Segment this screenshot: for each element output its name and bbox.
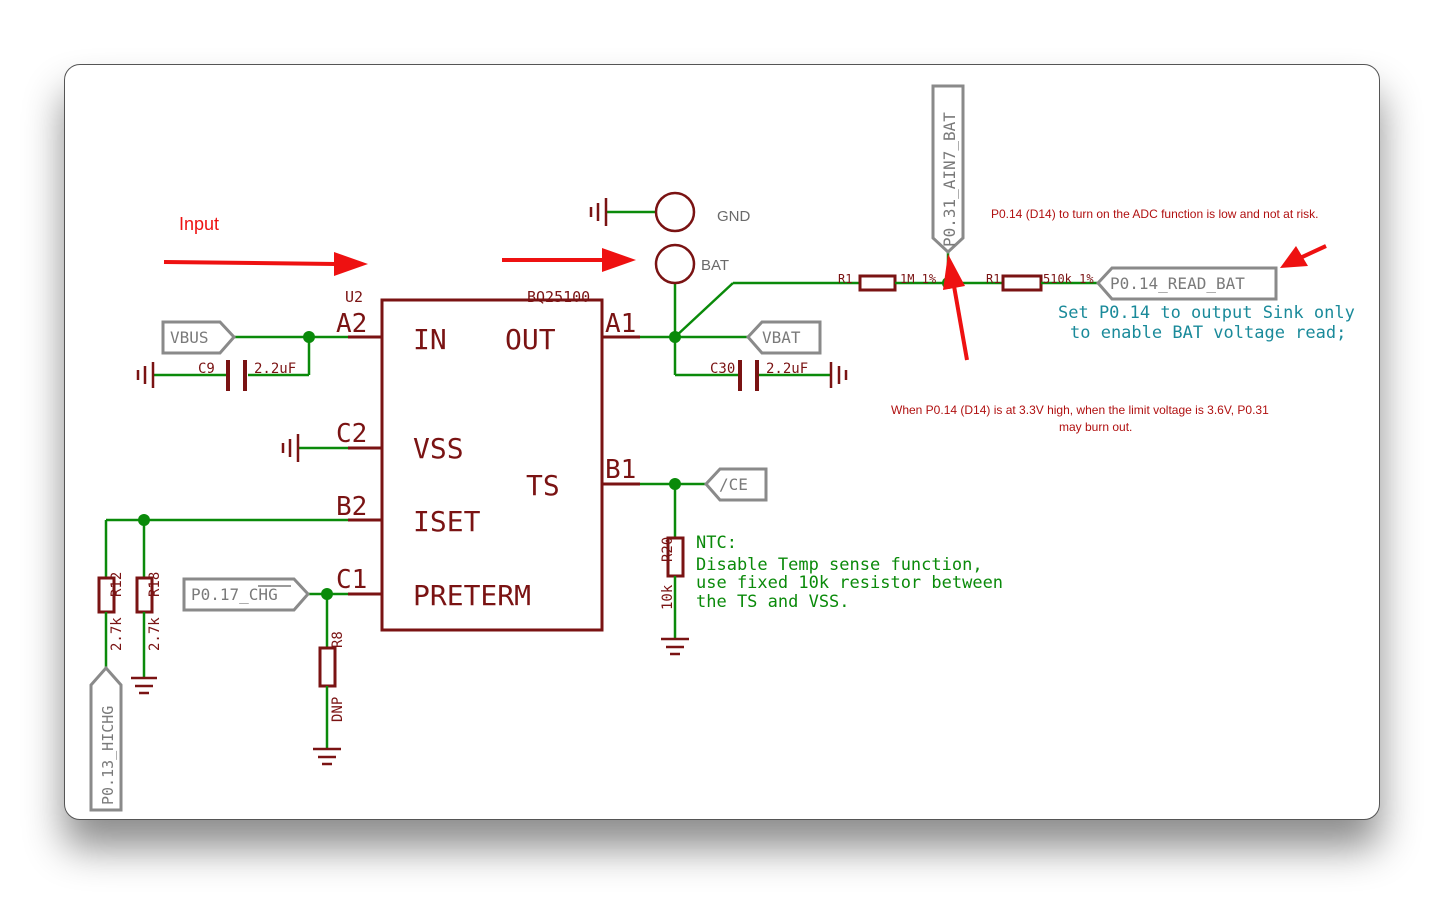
r8-ref: R8 bbox=[330, 631, 346, 648]
port-hichg bbox=[89, 665, 123, 812]
port-hichg-label: P0.13_HICHG bbox=[99, 706, 117, 805]
c30-value: 2.2uF bbox=[766, 361, 808, 377]
gnd-symbol-c30 bbox=[829, 362, 848, 388]
r18-value: 2.7k bbox=[147, 617, 163, 651]
pad-bat-label: BAT bbox=[701, 257, 729, 274]
pin-ball-b2: B2 bbox=[336, 492, 367, 522]
r1-510k-value: 510k 1% bbox=[1043, 272, 1094, 286]
pin-name-ts: TS bbox=[526, 469, 560, 502]
arrow-readbat bbox=[1280, 244, 1327, 268]
port-vbat-label: VBAT bbox=[762, 328, 801, 347]
r8-value: DNP bbox=[330, 697, 346, 722]
r12-ref: R12 bbox=[109, 572, 125, 597]
gnd-symbol-c9 bbox=[136, 362, 155, 388]
note-burn-1: When P0.14 (D14) is at 3.3V high, when t… bbox=[891, 403, 1269, 417]
port-vbus-label: VBUS bbox=[170, 328, 209, 347]
iset-net: R12 2.7k R18 2.7k P0.13_HICHG bbox=[89, 514, 348, 812]
gnd-symbol-r8 bbox=[313, 747, 341, 766]
c9-value: 2.2uF bbox=[254, 361, 296, 377]
port-ce-label: /CE bbox=[719, 475, 748, 494]
port-chg-label: P0.17_CHG bbox=[191, 585, 278, 604]
port-ce bbox=[703, 467, 768, 502]
port-ain7 bbox=[931, 84, 965, 255]
preterm-net: R8 DNP P0.17_CHG bbox=[182, 577, 348, 766]
port-readbat-label: P0.14_READ_BAT bbox=[1110, 274, 1245, 293]
port-readbat bbox=[1095, 266, 1278, 301]
divider-net: R1 1M 1% R1 510k 1% P0.31_AIN7_BAT P0.14… bbox=[838, 84, 1278, 301]
pad-gnd bbox=[654, 191, 696, 233]
pin-ball-a2: A2 bbox=[336, 309, 367, 339]
pin-name-out: OUT bbox=[505, 323, 556, 356]
pad-bat bbox=[654, 243, 696, 285]
out-net: C30 2.2uF VBAT bbox=[640, 281, 860, 391]
note-ntc-4: the TS and VSS. bbox=[696, 592, 850, 612]
r1-1m-value: 1M 1% bbox=[900, 272, 937, 286]
r20-ref: R20 bbox=[660, 537, 676, 562]
r1-510k-ref: R1 bbox=[986, 272, 1000, 286]
note-sink-1: Set P0.14 to output Sink only bbox=[1058, 303, 1355, 323]
pin-ball-c1: C1 bbox=[336, 565, 367, 595]
r1-1m-ref: R1 bbox=[838, 272, 852, 286]
ts-net: R20 10k /CE bbox=[640, 467, 768, 656]
arrow-ain7 bbox=[943, 254, 969, 361]
schematic-frame bbox=[64, 64, 1380, 820]
r8-body bbox=[318, 646, 337, 688]
gnd-symbol-r20 bbox=[661, 637, 689, 656]
input-label: Input bbox=[179, 214, 219, 234]
ic-part: BQ25100 bbox=[527, 288, 590, 306]
port-vbus bbox=[161, 320, 237, 355]
note-adc: P0.14 (D14) to turn on the ADC function … bbox=[991, 207, 1319, 221]
gnd-symbol-r18 bbox=[131, 676, 157, 695]
ic-body bbox=[380, 298, 604, 632]
r18-ref: R18 bbox=[147, 572, 163, 597]
pad-gnd-label: GND bbox=[717, 208, 751, 225]
arrow-input-2 bbox=[502, 248, 636, 272]
c9-ref: C9 bbox=[198, 361, 215, 377]
pin-ball-b1: B1 bbox=[605, 455, 636, 485]
note-ntc-3: use fixed 10k resistor between bbox=[696, 573, 1003, 593]
pin-ball-a1: A1 bbox=[605, 309, 636, 339]
note-burn-2: may burn out. bbox=[1059, 420, 1132, 434]
note-ntc-1: NTC: bbox=[696, 533, 737, 553]
vss-ground bbox=[281, 434, 348, 462]
c30-ref: C30 bbox=[710, 361, 735, 377]
pin-ball-c2: C2 bbox=[336, 419, 367, 449]
gnd-symbol-pad bbox=[589, 198, 608, 226]
pin-name-in: IN bbox=[413, 323, 447, 356]
pin-name-iset: ISET bbox=[413, 505, 481, 538]
note-ntc-2: Disable Temp sense function, bbox=[696, 555, 983, 575]
ic-ref: U2 bbox=[345, 288, 363, 306]
note-sink-2: to enable BAT voltage read; bbox=[1070, 323, 1346, 343]
r12-value: 2.7k bbox=[109, 617, 125, 651]
pin-name-vss: VSS bbox=[413, 432, 464, 465]
vbus-net: C9 2.2uF VBUS bbox=[136, 320, 348, 391]
port-ain7-label: P0.31_AIN7_BAT bbox=[940, 112, 959, 247]
ic-u2: U2 BQ25100 A2 C2 B2 C1 A1 B1 IN VSS ISET… bbox=[336, 288, 640, 632]
r20-value: 10k bbox=[660, 584, 676, 610]
r1-510k-body bbox=[1001, 274, 1043, 292]
r1-1m-body bbox=[858, 274, 897, 292]
test-pads: GND BAT bbox=[589, 191, 751, 285]
port-vbat bbox=[745, 320, 822, 355]
pin-name-preterm: PRETERM bbox=[413, 579, 531, 612]
arrow-input-1 bbox=[163, 252, 368, 276]
